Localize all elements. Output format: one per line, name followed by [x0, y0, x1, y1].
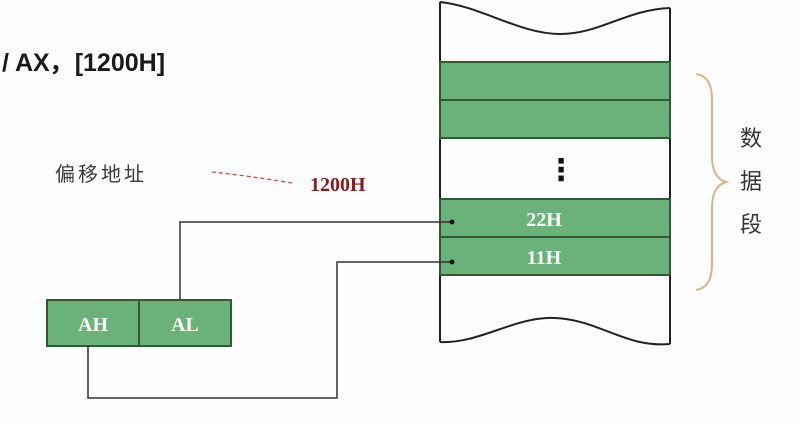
memory-cell-value-22h: 22H — [526, 209, 562, 231]
memory-top-wave — [439, 1, 671, 36]
offset-address-value: 1200H — [310, 174, 366, 196]
memory-cell-1200h — [439, 198, 671, 238]
memory-cell-1201h — [439, 236, 671, 276]
connector-22h-to-al — [179, 221, 452, 300]
memory-bottom-wave — [439, 316, 671, 346]
segment-label-char-1: 数 — [740, 127, 762, 152]
segment-brace — [695, 73, 730, 291]
segment-label-char-2: 据 — [740, 170, 762, 195]
memory-ellipsis: ⋮ — [546, 153, 576, 188]
memory-cell-1 — [439, 61, 671, 101]
memory-cell-value-11h: 11H — [527, 247, 562, 269]
instruction-text: / AX，[1200H] — [2, 49, 165, 77]
connector-22h-dot — [449, 219, 455, 225]
segment-label-char-3: 段 — [740, 213, 762, 238]
offset-address-label: 偏移地址 — [55, 162, 147, 186]
register-ah-box — [46, 299, 140, 347]
connector-11h-to-ah — [87, 261, 452, 399]
register-al-label: AL — [171, 314, 199, 336]
offset-pointer-dashes — [211, 171, 293, 184]
register-al-box — [138, 299, 232, 347]
register-ah-label: AH — [78, 314, 108, 336]
connector-11h-dot — [449, 259, 455, 265]
memory-cell-2 — [439, 99, 671, 139]
